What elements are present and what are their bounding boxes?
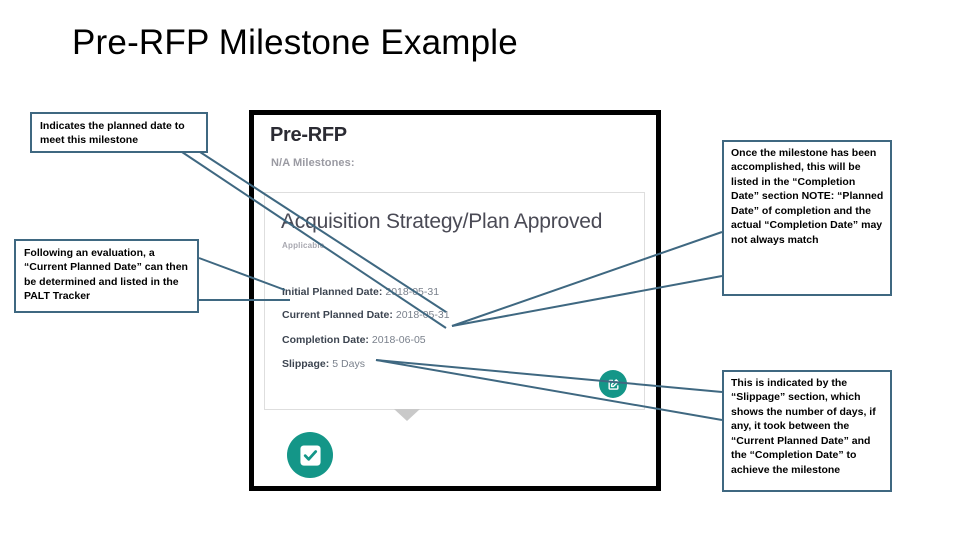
callout-current-planned-date: Following an evaluation, a “Current Plan… [14,239,199,313]
slippage-label: Slippage: [282,358,330,370]
complete-milestone-button[interactable] [287,432,333,478]
edit-square-icon [607,378,620,391]
completion-date-value: 2018-06-05 [371,334,426,346]
slippage-value: 5 Days [332,358,365,370]
milestone-card: Acquisition Strategy/Plan Approved Appli… [264,192,645,410]
initial-planned-date-value: 2018-05-31 [385,286,440,298]
callout-slippage-text: This is indicated by the “Slippage” sect… [731,377,876,476]
callout-slippage: This is indicated by the “Slippage” sect… [722,370,892,492]
callout-planned-date-text: Indicates the planned date to meet this … [40,120,185,147]
table-row: Slippage:5 Days [282,358,365,370]
check-square-icon [299,444,322,467]
page-title: Pre-RFP Milestone Example [72,23,518,62]
table-row: Current Planned Date:2018-05-31 [282,309,450,321]
milestone-title: Acquisition Strategy/Plan Approved [281,210,603,233]
current-planned-date-label: Current Planned Date: [282,309,393,321]
edit-milestone-button[interactable] [599,370,627,398]
current-planned-date-value: 2018-05-31 [395,309,450,321]
callout-planned-date: Indicates the planned date to meet this … [30,112,208,153]
table-row: Completion Date:2018-06-05 [282,334,426,346]
callout-completion-date: Once the milestone has been accomplished… [722,140,892,296]
callout-current-planned-date-text: Following an evaluation, a “Current Plan… [24,247,188,303]
table-row: Initial Planned Date:2018-05-31 [282,286,439,298]
callout-completion-date-text: Once the milestone has been accomplished… [731,147,884,246]
card-pointer-triangle [394,409,420,421]
app-viewport: Pre-RFP N/A Milestones: Acquisition Stra… [254,115,656,486]
app-header-title: Pre-RFP [270,124,347,146]
app-header-subtitle: N/A Milestones: [271,157,355,169]
completion-date-label: Completion Date: [282,334,369,346]
milestone-applicable-label: Applicable [282,241,325,250]
app-screenshot-frame: Pre-RFP N/A Milestones: Acquisition Stra… [249,110,661,491]
initial-planned-date-label: Initial Planned Date: [282,286,383,298]
